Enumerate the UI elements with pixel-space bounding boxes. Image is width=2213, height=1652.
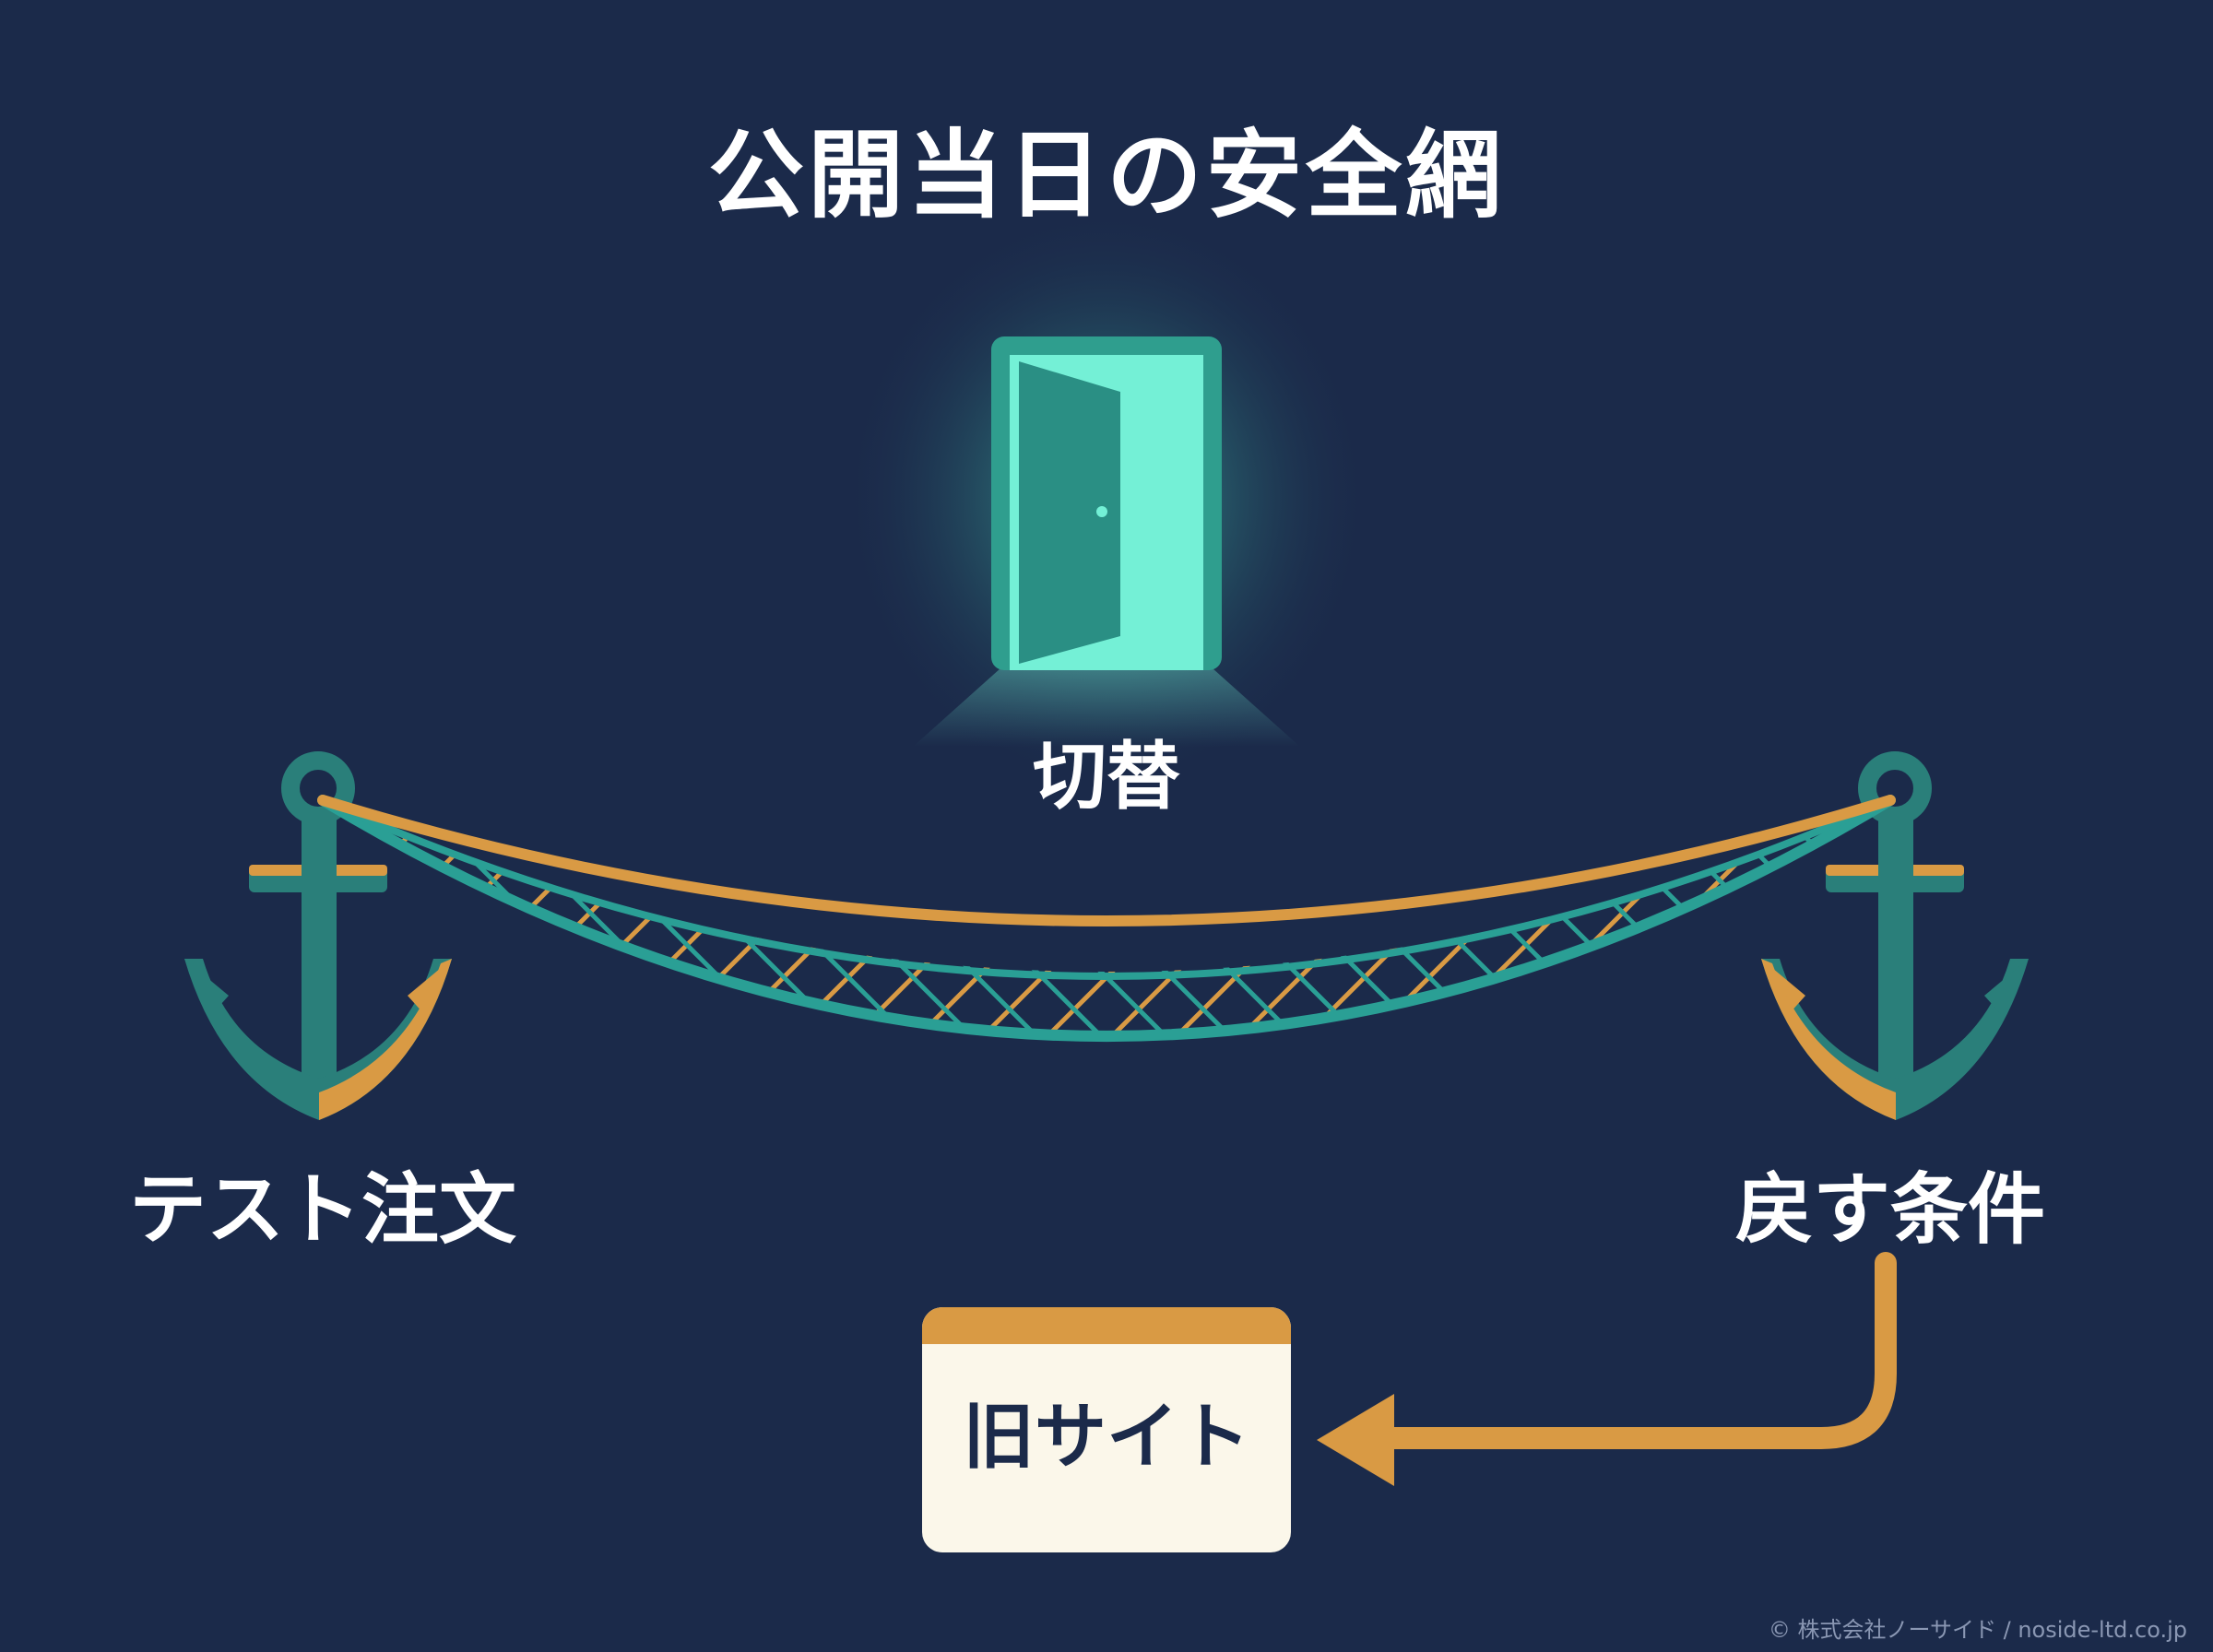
anchor-icon-right	[1761, 751, 2029, 1120]
door-icon	[839, 203, 1374, 793]
page-title: 公開当日の安全網	[707, 119, 1505, 231]
return-arrow	[1317, 1252, 1897, 1486]
anchor-icon-left	[184, 751, 452, 1120]
test-order-label: テスト注文	[128, 1164, 516, 1255]
switch-label: 切替	[1033, 734, 1180, 820]
old-site-card: 旧サイト	[922, 1307, 1291, 1552]
revert-condition-label: 戻す条件	[1734, 1164, 2045, 1255]
old-site-card-header	[922, 1307, 1291, 1344]
old-site-label: 旧サイト	[962, 1396, 1250, 1479]
copyright-text: © 株式会社ノーサイド / noside-ltd.co.jp	[1768, 1617, 2187, 1643]
